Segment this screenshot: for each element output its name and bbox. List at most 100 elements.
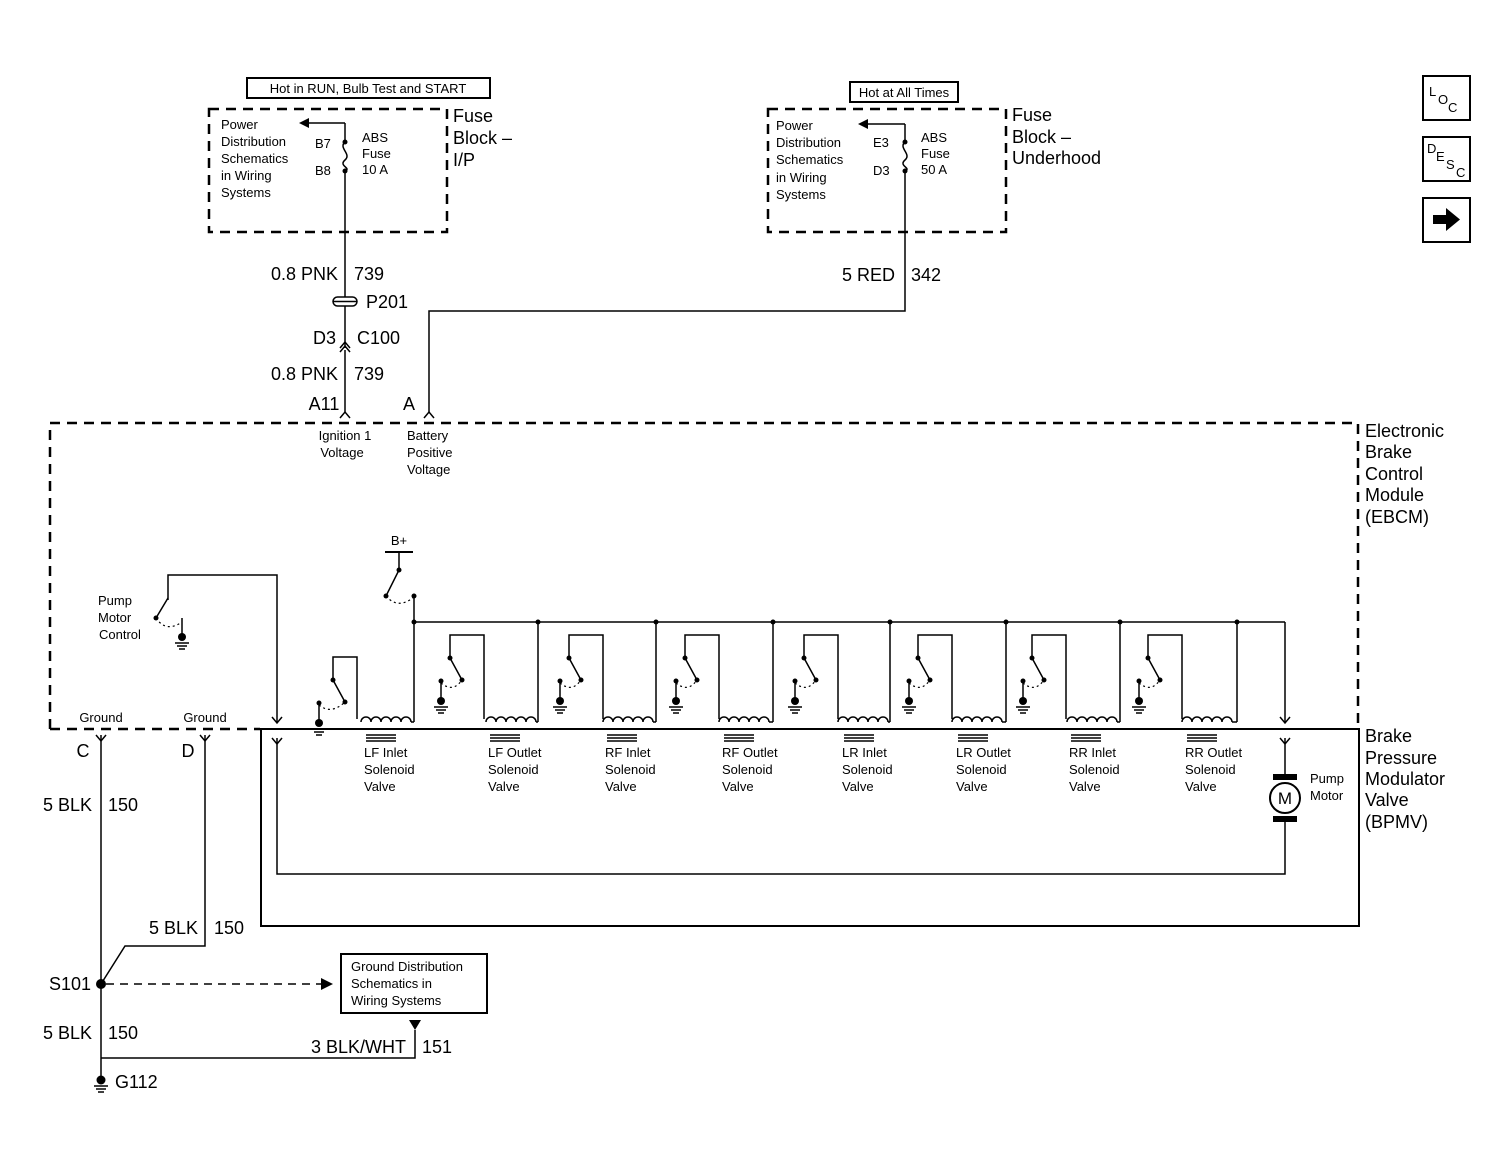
switch-link [440, 679, 463, 688]
switch-link [908, 679, 931, 688]
pump-return-wire [276, 738, 1286, 875]
motor-icon [1269, 782, 1301, 814]
c100-label: C100 [357, 328, 400, 348]
ign-label: Ignition 1 [319, 428, 372, 443]
batt-label: Battery [407, 428, 449, 443]
switch-icon [385, 569, 400, 597]
power-dist-text: Power [776, 118, 814, 133]
hot-label-ip: Hot in RUN, Bulb Test and START [270, 81, 467, 96]
switch-link [675, 679, 698, 688]
switch-contact [1041, 677, 1047, 683]
fuse-name: 10 A [362, 162, 388, 177]
driver-wire [917, 634, 953, 719]
ebcm-name: Brake [1365, 442, 1412, 462]
pin-d3: D3 [873, 163, 890, 178]
solenoid-coil-icon [602, 716, 654, 723]
pin-e3: E3 [873, 135, 889, 150]
ground-circuits: C D 5 BLK 150 5 BLK 150 S101 Ground Dist… [43, 734, 488, 1093]
power-dist-text: in Wiring [776, 170, 827, 185]
bpmv-ground-connector-icon [409, 1020, 421, 1030]
bpmv-name: Valve [1365, 790, 1409, 810]
pump-control-wire [167, 574, 278, 723]
connector-icon [339, 410, 351, 419]
fuse-name: ABS [362, 130, 388, 145]
ground-dist-text: Wiring Systems [351, 993, 442, 1008]
arrow-right-icon [1433, 208, 1460, 231]
bpmv-name: Modulator [1365, 769, 1445, 789]
ground-d-label: Ground [183, 710, 226, 725]
valve-label: RF Inlet [605, 745, 651, 760]
splice-label: S101 [49, 974, 91, 994]
valve-label: Solenoid [488, 762, 539, 777]
ground-node [1019, 697, 1027, 705]
wire-circuit: 150 [214, 918, 244, 938]
switch-link [385, 595, 415, 604]
fuse-block-ip: Hot in RUN, Bulb Test and START Fuse Blo… [207, 77, 512, 234]
bus-node [770, 619, 776, 625]
fuse-block-ip-name-3: I/P [453, 150, 475, 170]
valve-label: RF Outlet [722, 745, 778, 760]
ebcm-pin-a11: A11 [309, 394, 340, 414]
power-dist-text: Schematics [776, 152, 844, 167]
motor-cap [1273, 816, 1297, 822]
switch-contact [438, 678, 444, 684]
ground-dist-box [340, 953, 488, 1014]
switch-contact [1020, 678, 1026, 684]
b-plus-label: B+ [391, 533, 407, 548]
switch-contact [459, 677, 465, 683]
connector-icon [271, 716, 283, 725]
switch-contact [1157, 677, 1163, 683]
switch-icon [1147, 657, 1161, 681]
valve-label: Solenoid [1069, 762, 1120, 777]
pump-motor-label: Motor [1310, 788, 1344, 803]
switch-contact [316, 700, 322, 706]
switch-contact [342, 699, 348, 705]
switch-icon [1031, 657, 1045, 681]
valve-label: Valve [364, 779, 396, 794]
valve-driver-group [312, 619, 1240, 736]
pump-control-label: Control [99, 627, 141, 642]
wire-150-d [100, 735, 206, 985]
switch-link [1022, 679, 1045, 688]
valve-label: Solenoid [722, 762, 773, 777]
ground-node [315, 719, 323, 727]
power-dist-text: Schematics [221, 151, 289, 166]
desc-button[interactable]: D E S C [1422, 136, 1471, 182]
solenoid-coil-icon [951, 716, 1003, 723]
batt-label: Voltage [407, 462, 450, 477]
driver-wire [803, 634, 839, 719]
ground-dist-text: Ground Distribution [351, 959, 463, 974]
fuse-name: Fuse [921, 146, 950, 161]
wire-151 [101, 1030, 416, 1059]
bus-node [1234, 619, 1240, 625]
bus-node [411, 619, 417, 625]
solenoid-driver [902, 619, 1009, 723]
ground-node [791, 697, 799, 705]
valve-label: Valve [1069, 779, 1101, 794]
solenoid-driver [1016, 619, 1123, 723]
ground-c-label: Ground [79, 710, 122, 725]
solenoid-driver [553, 619, 659, 723]
solenoid-driver [1132, 619, 1240, 723]
next-button[interactable] [1422, 197, 1471, 243]
loc-button[interactable]: L O C [1422, 75, 1471, 121]
bus-node [535, 619, 541, 625]
valve-label: Solenoid [956, 762, 1007, 777]
bpmv-name: Brake [1365, 726, 1412, 746]
ground-dist-text: Schematics in [351, 976, 432, 991]
wire-size: 5 BLK [43, 1023, 92, 1043]
hot-label-box [849, 81, 959, 103]
fuse-block-uh-name: Fuse [1012, 105, 1052, 125]
solenoid-coil-icon [1066, 716, 1118, 723]
wire-size: 5 RED [842, 265, 895, 285]
driver-wire [684, 634, 720, 719]
loc-button-frame[interactable] [1422, 75, 1471, 121]
fuse-block-ip-name-2: Block – [453, 128, 512, 148]
ground-node [905, 697, 913, 705]
switch-contact [694, 677, 700, 683]
desc-button-frame[interactable] [1422, 136, 1471, 182]
ground-point-label: G112 [115, 1072, 158, 1092]
solenoid-coil-icon [485, 716, 537, 723]
ebcm-outline [48, 421, 1360, 729]
wire-size: 0.8 PNK [271, 264, 338, 284]
